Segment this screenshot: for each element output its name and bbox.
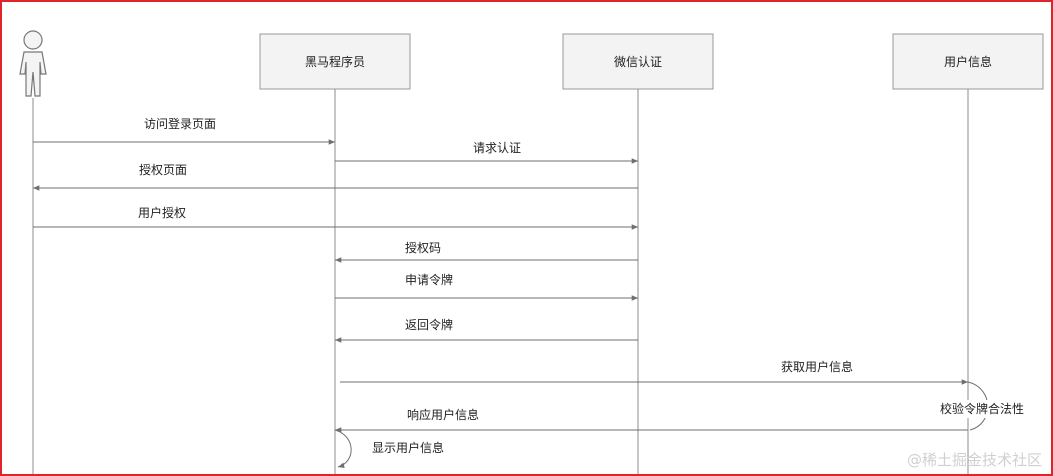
user-actor-icon — [19, 30, 47, 97]
message-4: 授权码 — [335, 240, 638, 263]
message-3-label: 用户授权 — [138, 205, 186, 220]
message-6-label: 返回令牌 — [405, 317, 453, 332]
message-6: 返回令牌 — [335, 317, 638, 343]
message-10-self: 显示用户信息 — [334, 429, 444, 469]
message-0: 访问登录页面 — [33, 116, 335, 145]
message-1: 请求认证 — [335, 141, 638, 164]
message-5: 申请令牌 — [335, 272, 638, 301]
participant-userinfo-label: 用户信息 — [944, 54, 992, 69]
message-10-label: 显示用户信息 — [372, 440, 444, 455]
message-8-self: 校验令牌合法性 — [936, 381, 1028, 431]
message-1-label: 请求认证 — [473, 141, 521, 155]
message-9-label: 响应用户信息 — [407, 407, 479, 422]
message-0-label: 访问登录页面 — [144, 116, 216, 131]
participant-wechat-label: 微信认证 — [614, 55, 662, 69]
message-7: 获取用户信息 — [340, 359, 968, 385]
watermark-text: @稀土掘金技术社区 — [907, 451, 1042, 469]
message-2: 授权页面 — [33, 162, 638, 191]
participant-heima: 黑马程序员 — [259, 33, 411, 90]
participant-heima-label: 黑马程序员 — [305, 54, 365, 69]
participant-userinfo: 用户信息 — [892, 33, 1044, 90]
message-2-label: 授权页面 — [139, 162, 187, 177]
message-4-label: 授权码 — [405, 240, 441, 255]
message-5-label: 申请令牌 — [405, 272, 453, 287]
participant-wechat: 微信认证 — [562, 33, 714, 90]
message-8-label: 校验令牌合法性 — [940, 401, 1024, 416]
message-3: 用户授权 — [33, 205, 638, 230]
message-9: 响应用户信息 — [335, 407, 968, 433]
message-7-label: 获取用户信息 — [781, 359, 853, 374]
